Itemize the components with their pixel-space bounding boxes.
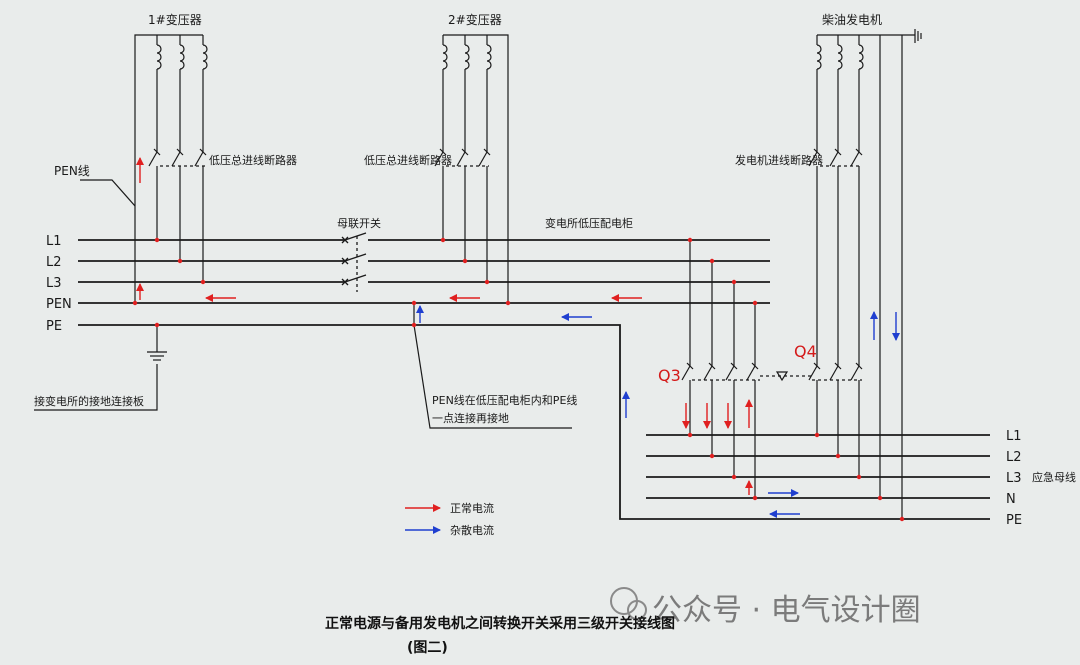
transformer-2-label: 2#变压器 — [448, 12, 502, 27]
legend: 正常电流 杂散电流 — [405, 501, 494, 537]
stray-current-arrows — [416, 305, 900, 518]
bus-left-pe: PE — [46, 319, 62, 334]
bus-left-l2: L2 — [46, 255, 62, 270]
watermark: 公众号 · 电气设计圈 — [610, 587, 921, 628]
tie-switch — [341, 232, 367, 292]
transformer-1-label: 1#变压器 — [148, 12, 202, 27]
q3-switch — [681, 240, 812, 498]
emergency-busbars — [646, 434, 990, 499]
normal-current-arrows — [136, 157, 753, 495]
watermark-text: 公众号 · 电气设计圈 — [652, 593, 921, 628]
lv-cabinet-label: 变电所低压配电柜 — [545, 216, 633, 230]
breaker-gen-label: 发电机进线断路器 — [735, 153, 823, 167]
bus-left-l3: L3 — [46, 276, 62, 291]
junction-dots — [132, 237, 905, 522]
emergency-bus-label: 应急母线 — [1032, 470, 1076, 484]
grounding — [34, 179, 572, 429]
bus-left-l1: L1 — [46, 234, 62, 249]
diagram-title: 正常电源与备用发电机之间转换开关采用三级开关接线图 — [325, 615, 675, 632]
tie-switch-label: 母联开关 — [337, 216, 381, 230]
bus-right-l1: L1 — [1006, 429, 1022, 444]
bus-right-pe: PE — [1006, 513, 1022, 528]
bus-right-l3: L3 — [1006, 471, 1022, 486]
pen-note-line1: PEN线在低压配电柜内和PE线 — [432, 393, 577, 407]
bus-right-n: N — [1006, 492, 1016, 507]
transformer-1 — [134, 34, 208, 303]
diagram-subtitle: (图二) — [407, 640, 448, 656]
breaker-main1-label: 低压总进线断路器 — [209, 153, 297, 167]
q4-switch — [808, 362, 863, 477]
bus-right-l2: L2 — [1006, 450, 1022, 465]
transformer-2 — [434, 34, 509, 303]
bus-left-pen: PEN — [46, 297, 72, 312]
main-busbars — [78, 239, 990, 520]
q3-label: Q3 — [658, 366, 681, 385]
legend-normal-label: 正常电流 — [450, 501, 494, 515]
pen-note-line2: 一点连接再接地 — [432, 412, 509, 425]
generator-label: 柴油发电机 — [822, 12, 882, 27]
ground-plate-label: 接变电所的接地连接板 — [34, 394, 144, 408]
q4-label: Q4 — [794, 342, 817, 361]
legend-stray-label: 杂散电流 — [450, 523, 494, 537]
breaker-main2-label: 低压总进线断路器 — [364, 153, 452, 167]
generator — [808, 29, 922, 519]
pen-line-label: PEN线 — [54, 164, 90, 178]
wechat-icon-bubble — [627, 600, 647, 620]
